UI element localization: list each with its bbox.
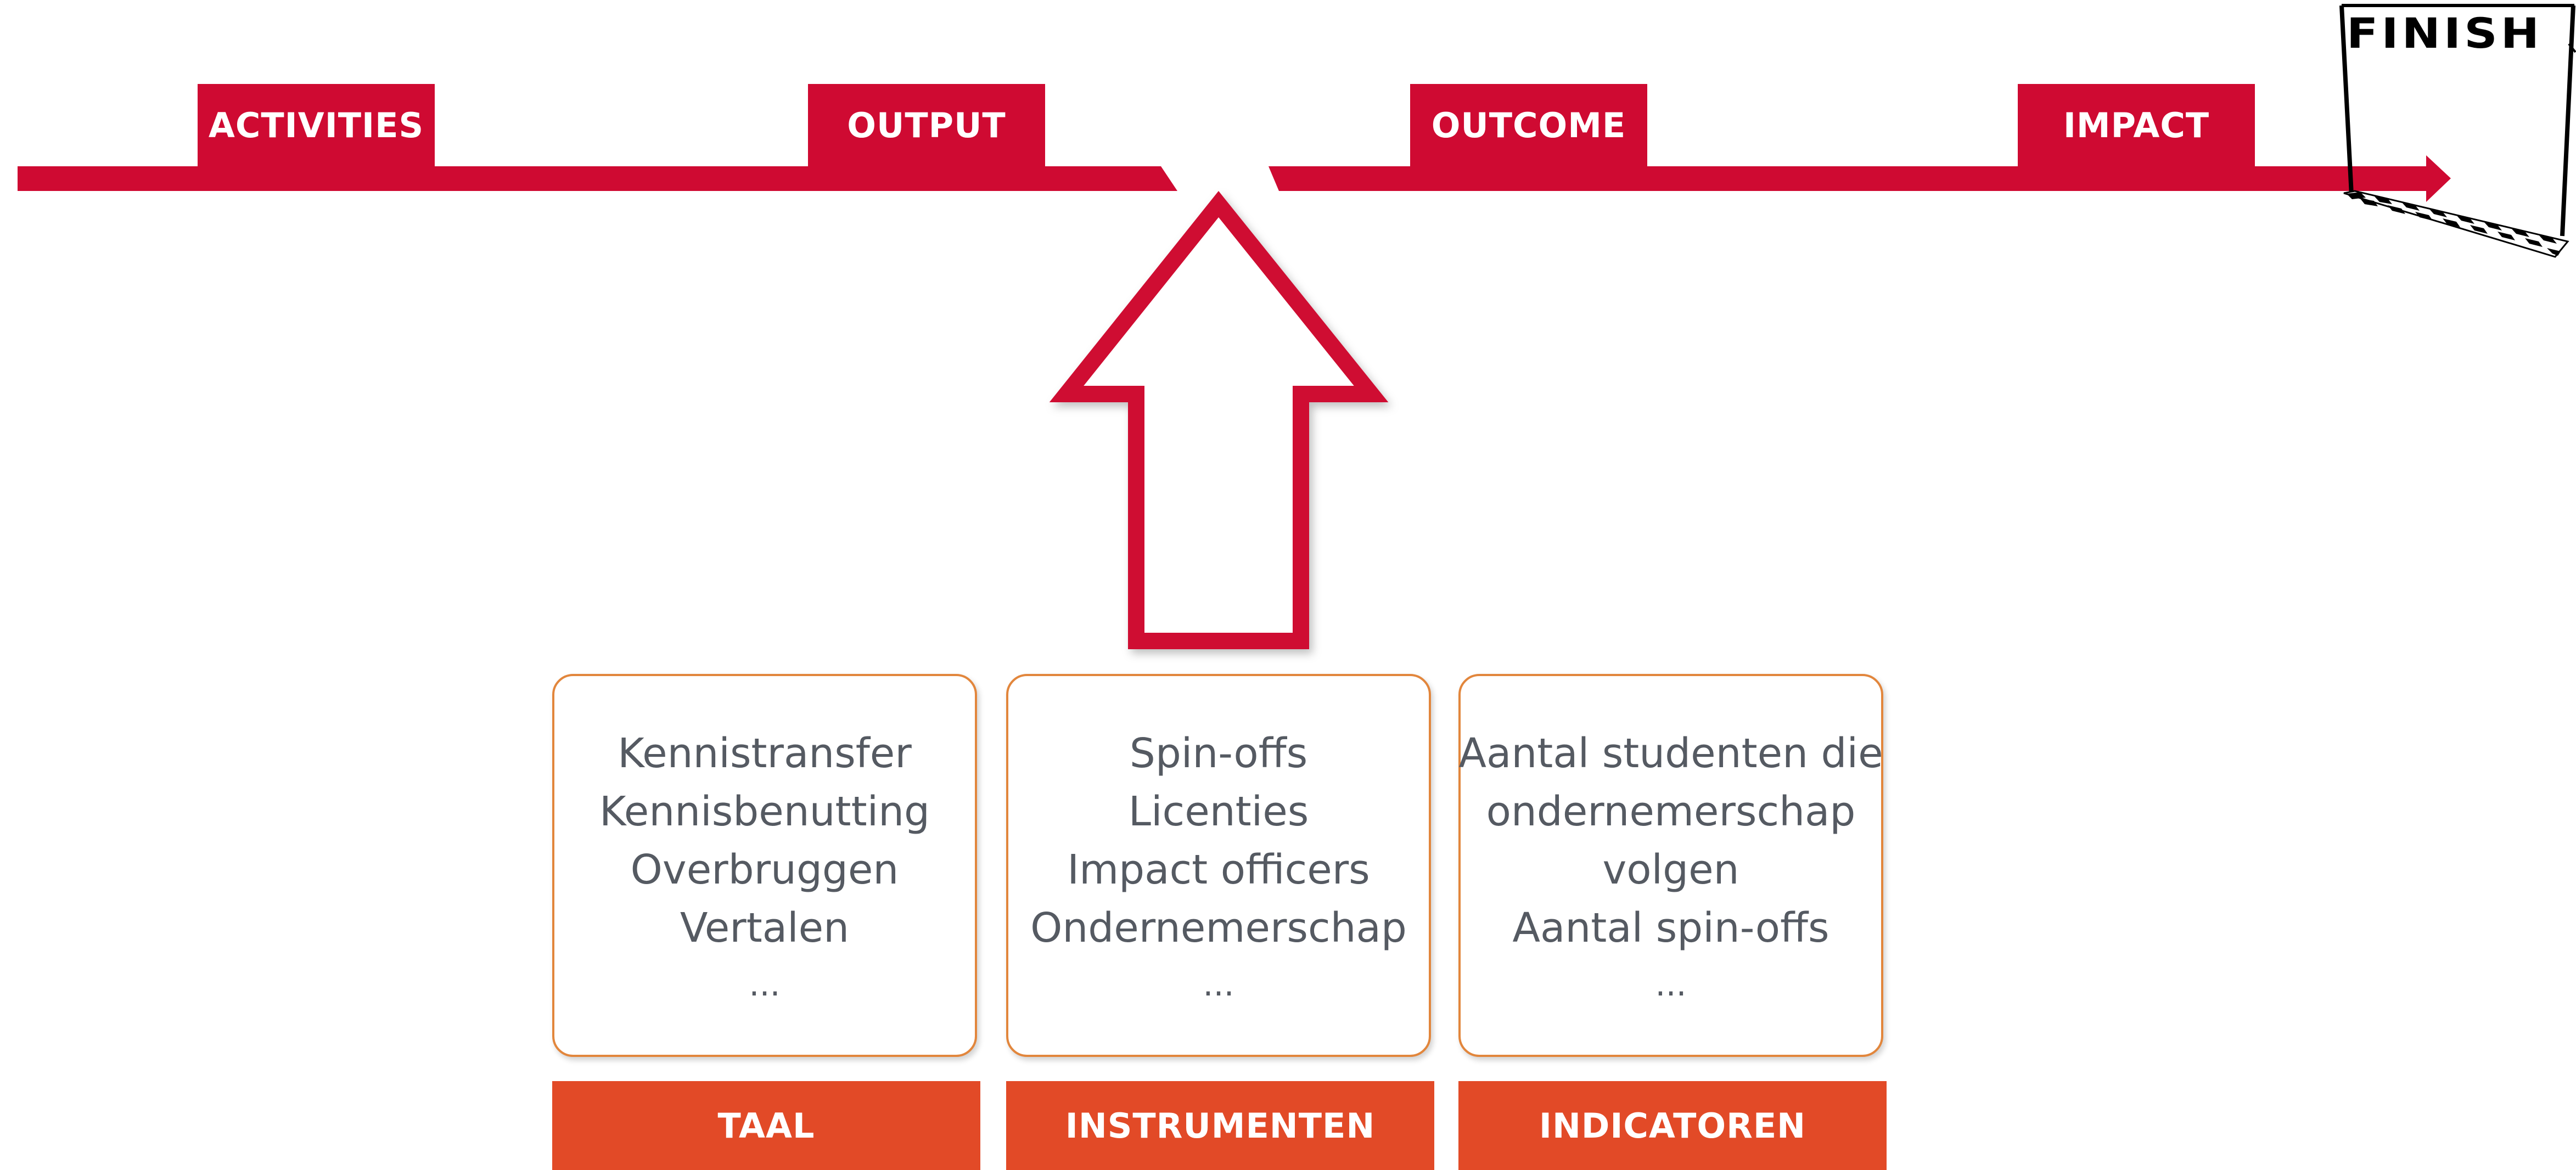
footer-indicatoren: INDICATOREN xyxy=(1458,1081,1887,1170)
finish-label: FINISH xyxy=(2347,9,2543,58)
stage-label-output: OUTPUT xyxy=(808,84,1045,166)
card-line: volgen xyxy=(1602,846,1739,893)
up-arrow xyxy=(1049,191,1389,649)
stage-label-activities: ACTIVITIES xyxy=(198,84,435,166)
card-line: Aantal spin-offs xyxy=(1512,904,1829,952)
card-line: ondernemerschap xyxy=(1486,788,1856,835)
card-line: Kennisbenutting xyxy=(599,788,930,835)
card-taal: Kennistransfer Kennisbenutting Overbrugg… xyxy=(552,674,977,1057)
card-more: ... xyxy=(1655,965,1687,1004)
card-instrumenten: Spin-offs Licenties Impact officers Onde… xyxy=(1006,674,1431,1057)
timeline-bar-right xyxy=(1269,155,2451,202)
stage-label-impact: IMPACT xyxy=(2018,84,2255,166)
stage-label-outcome: OUTCOME xyxy=(1410,84,1647,166)
card-line: Vertalen xyxy=(680,904,850,952)
timeline-bar-left xyxy=(18,166,1177,191)
card-line: Overbruggen xyxy=(630,846,899,893)
card-more: ... xyxy=(749,965,781,1004)
card-line: Impact officers xyxy=(1067,846,1370,893)
card-line: Spin-offs xyxy=(1129,730,1308,777)
footer-taal: TAAL xyxy=(552,1081,980,1170)
card-line: Kennistransfer xyxy=(618,730,912,777)
card-line: Licenties xyxy=(1128,788,1309,835)
footer-instrumenten: INSTRUMENTEN xyxy=(1006,1081,1434,1170)
finish-line-icon xyxy=(2339,4,2576,258)
card-more: ... xyxy=(1203,965,1234,1004)
card-indicatoren: Aantal studenten die ondernemerschap vol… xyxy=(1458,674,1883,1057)
card-line: Ondernemerschap xyxy=(1030,904,1407,952)
card-line: Aantal studenten die xyxy=(1458,730,1883,777)
